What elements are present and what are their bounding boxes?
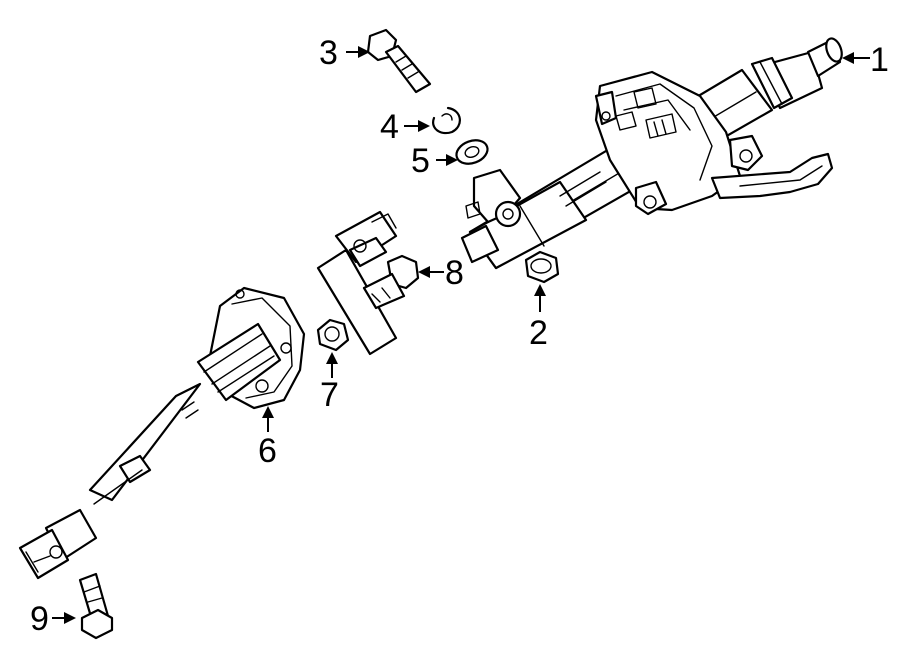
callout-3: 3 [319, 34, 338, 72]
callout-5: 5 [411, 142, 430, 180]
nut-part-7 [316, 318, 350, 352]
nut-part-2 [524, 250, 560, 284]
callout-8: 8 [445, 254, 464, 292]
callout-1: 1 [870, 41, 889, 79]
callout-9: 9 [30, 600, 49, 638]
callout-2: 2 [529, 314, 548, 352]
callout-7: 7 [320, 376, 339, 414]
bolt-part-3 [366, 28, 432, 94]
bolt-part-9 [78, 572, 114, 640]
intermediate-shaft [18, 210, 398, 580]
callout-4: 4 [380, 108, 399, 146]
steering-column [460, 37, 843, 270]
bolt-part-8 [362, 254, 420, 310]
callout-6: 6 [258, 432, 277, 470]
washer-part-5 [455, 139, 489, 165]
leaders [52, 46, 870, 624]
callout-labels: 1 2 3 4 5 6 7 8 9 [30, 34, 889, 638]
clip-ring-part-4 [432, 106, 461, 135]
